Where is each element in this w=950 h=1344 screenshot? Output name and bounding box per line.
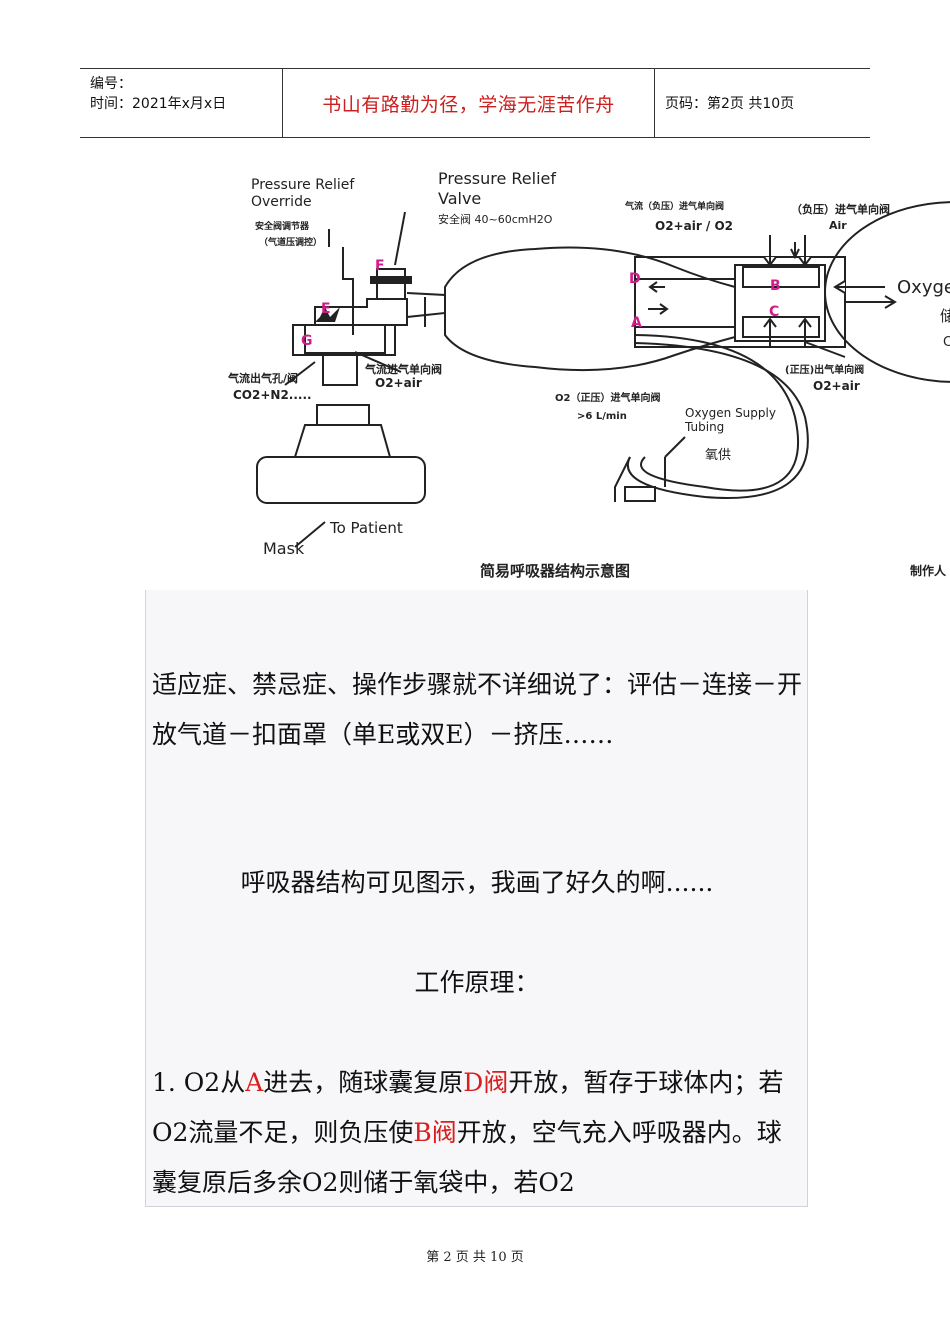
o2-inlet-cn-label: O2（正压）进气单向阀: [555, 393, 661, 404]
principle-text-c: 进去，随球囊复原: [263, 1068, 464, 1097]
exhaust-gas-label: O2+air: [813, 379, 860, 393]
page-footer: 第 2 页 共 10 页: [426, 1250, 524, 1265]
valve-cn-label: 安全阀 40~60cmH2O: [438, 213, 553, 226]
marker-f: F: [375, 258, 385, 274]
body-text-box: 适应症、禁忌症、操作步骤就不详细说了：评估－连接－开放气道－扣面罩（单E或双E）…: [145, 590, 808, 1207]
top-right-cn-label: （负压）进气单向阀: [791, 203, 890, 216]
marker-g: G: [301, 333, 313, 349]
header-page-cell: 页码：第2页 共10页: [655, 69, 870, 137]
mask-label: Mask: [263, 539, 305, 558]
to-patient-label: To Patient: [330, 519, 403, 537]
top-mid-gas-label: O2+air / O2: [655, 219, 734, 233]
resuscitator-diagram: Pressure Relief Override 安全阀调节器 （气道压调控） …: [145, 157, 950, 590]
header-motto-cell: 书山有路勤为径，学海无涯苦作舟: [283, 69, 655, 137]
valve-b-ref: B阀: [413, 1118, 457, 1147]
override-en-label: Pressure Relief Override: [251, 177, 355, 210]
override-cn-label: 安全阀调节器: [255, 222, 310, 232]
principle-text-a: 1. O2从: [152, 1068, 246, 1097]
flow-in-gas-label: O2+air: [375, 376, 422, 390]
paragraph-structure: 呼吸器结构可见图示，我画了好久的啊......: [240, 868, 714, 897]
marker-e: E: [321, 301, 331, 317]
right-fragment-label: 储: [940, 307, 950, 325]
marker-d: D: [629, 271, 641, 287]
o2-inlet-rate-label: >6 L/min: [577, 411, 627, 422]
marker-c: C: [769, 304, 780, 320]
motto-text: 书山有路勤为径，学海无涯苦作舟: [322, 93, 615, 116]
principle-text-g: 开放，空气充入呼吸器内。球囊复原后多余O2则储于氧袋中，若O2: [152, 1118, 782, 1197]
date-text: 时间：2021年x月x日: [90, 96, 227, 112]
tubing-en-label: Oxygen Supply Tubing: [685, 406, 776, 434]
override-cn2-label: （气道压调控）: [259, 238, 323, 248]
valve-en-label: Pressure Relief Valve: [438, 169, 557, 208]
valve-d-ref: D阀: [463, 1068, 509, 1097]
marker-a: A: [631, 315, 642, 331]
valve-a-ref: A: [245, 1068, 264, 1097]
diagram-drawing: [256, 201, 950, 548]
diagram-caption: 简易呼吸器结构示意图: [480, 562, 631, 580]
top-mid-cn-label: 气流（负压）进气单向阀: [625, 202, 725, 212]
author-label: 制作人: [910, 564, 947, 578]
paragraph-intro: 适应症、禁忌症、操作步骤就不详细说了：评估－连接－开放气道－扣面罩（单E或双E）…: [152, 670, 803, 749]
oxygen-label: Oxyge: [897, 277, 950, 298]
exhaust-cn-label: (正压)出气单向阀: [785, 365, 865, 376]
page-info: 页码：第2页 共10页: [665, 96, 795, 112]
page-header: 编号： 时间：2021年x月x日 书山有路勤为径，学海无涯苦作舟 页码：第2页 …: [80, 68, 870, 138]
paragraph-principle-heading: 工作原理：: [414, 968, 540, 997]
right-fragment2-label: C: [943, 335, 950, 350]
paragraph-principle-1: 1. O2从A进去，随球囊复原D阀开放，暂存于球体内；若O2流量不足，则负压使B…: [152, 1058, 802, 1208]
tubing-cn-label: 氧供: [705, 448, 732, 463]
flow-in-cn-label: 气流进气单向阀: [365, 363, 442, 376]
principle-text-e: 开放，暂存于球体内；若O2流量不足，则负压使: [152, 1068, 784, 1147]
flow-out-gas-label: CO2+N2.....: [233, 388, 312, 402]
top-right-gas-label: Air: [829, 219, 847, 232]
header-meta-cell: 编号： 时间：2021年x月x日: [80, 69, 283, 137]
flow-out-cn-label: 气流出气孔/阀: [228, 372, 299, 385]
marker-b: B: [770, 278, 781, 294]
serial-label: 编号：: [90, 76, 132, 92]
